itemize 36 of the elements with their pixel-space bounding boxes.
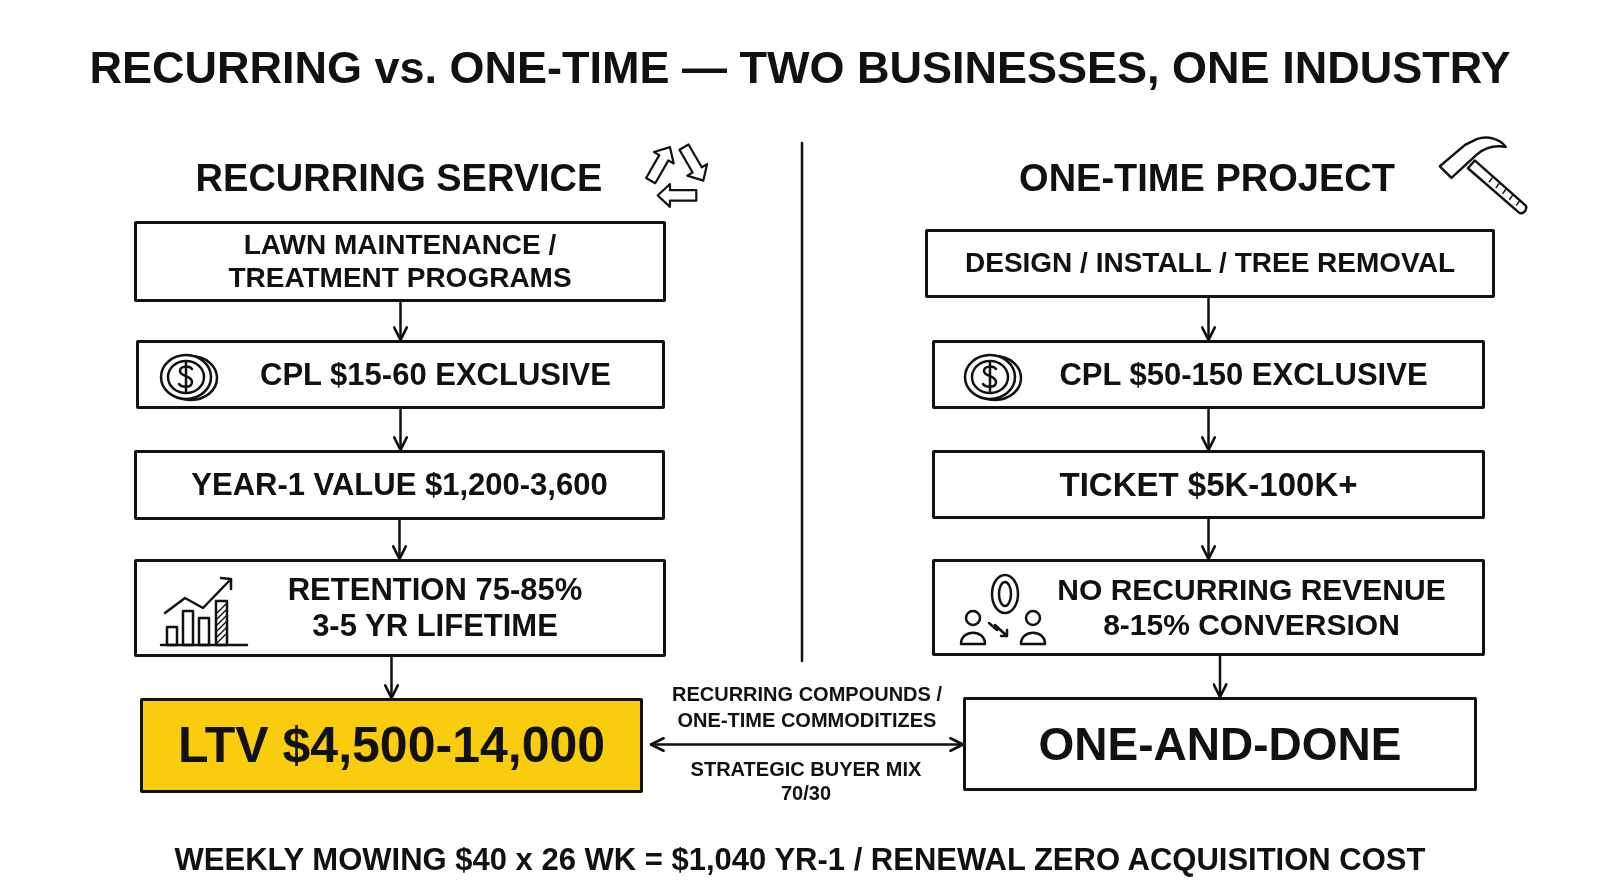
title: RECURRING vs. ONE-TIME — TWO BUSINESSES, ONE INDUSTRY [89, 41, 1511, 95]
step-box [932, 450, 1485, 519]
arrow [391, 518, 408, 561]
step-box [925, 229, 1495, 298]
arrow [383, 655, 400, 700]
column-heading: RECURRING SERVICE [195, 156, 603, 201]
box-text: DESIGN / INSTALL / TREE REMOVAL [965, 247, 1455, 280]
box-text: 8-15% CONVERSION [1103, 607, 1400, 642]
arrow [1200, 407, 1217, 452]
box-text: CPL $15-60 EXCLUSIVE [260, 356, 611, 393]
column-heading: ONE-TIME PROJECT [1019, 156, 1395, 201]
arrow [392, 407, 409, 452]
arrow [1212, 654, 1228, 699]
box-text: LTV $4,500-14,000 [177, 716, 606, 775]
step-box [134, 221, 666, 302]
box-text: TICKET $5K-100K+ [1059, 465, 1358, 504]
step-box [932, 340, 1485, 409]
box-text: NO RECURRING REVENUE [1057, 573, 1446, 608]
box-text: RETENTION 75-85% [287, 572, 583, 608]
box-text: YEAR-1 VALUE $1,200-3,600 [191, 467, 608, 503]
highlight-box [140, 698, 643, 793]
arrow [1200, 296, 1217, 342]
result-box [963, 697, 1477, 791]
arrow [649, 736, 965, 753]
step-box [932, 559, 1485, 656]
box-text: LAWN MAINTENANCE / TREATMENT PROGRAMS [227, 229, 573, 294]
footer-note: WEEKLY MOWING $40 x 26 WK = $1,040 YR-1 / RENEWAL ZERO ACQUISITION COST [174, 842, 1426, 878]
arrow [1200, 517, 1217, 561]
box-text: 3-5 YR LIFETIME [312, 608, 558, 644]
step-box [136, 340, 665, 409]
arrow-note: STRATEGIC BUYER MIX 70/30 [689, 757, 923, 805]
step-box [134, 450, 665, 520]
box-text: CPL $50-150 EXCLUSIVE [1059, 356, 1428, 393]
arrow [392, 300, 409, 342]
step-box [134, 559, 666, 657]
box-text: ONE-AND-DONE [1038, 717, 1402, 771]
